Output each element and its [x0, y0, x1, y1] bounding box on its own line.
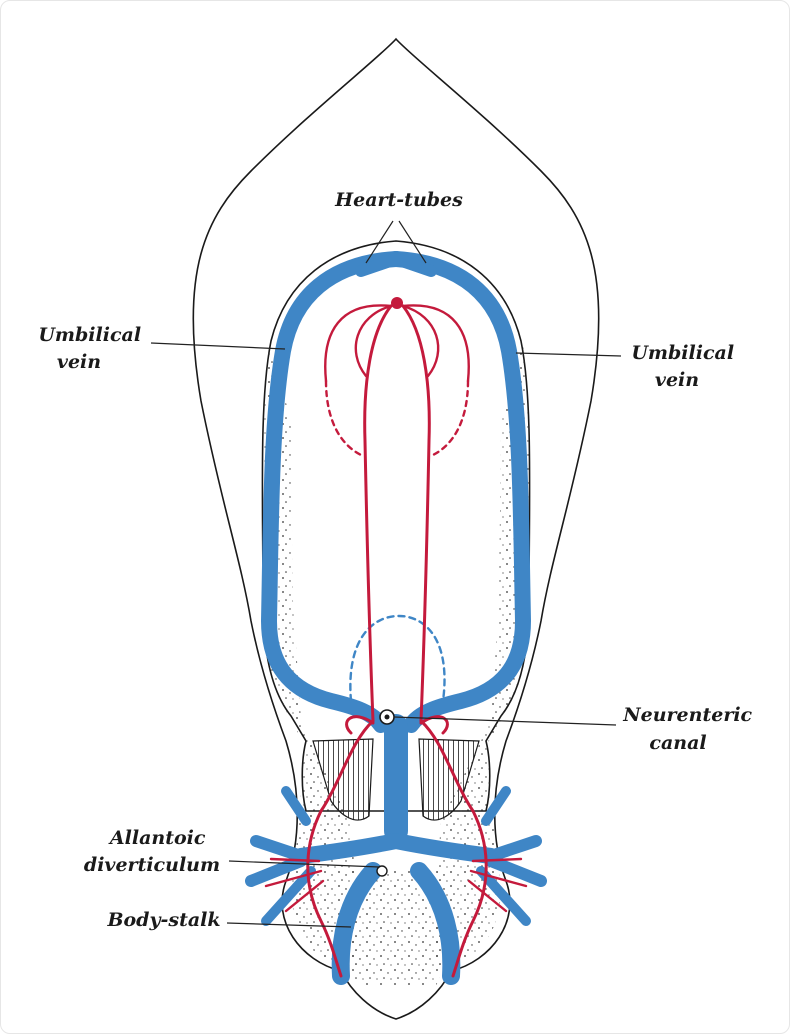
label-heart-tubes: Heart-tubes: [334, 189, 463, 211]
label-umbilical-vein-left-line2: vein: [57, 351, 101, 373]
label-neurenteric-canal-line2: canal: [649, 732, 706, 754]
leader-neurenteric-canal: [394, 717, 616, 725]
vein-branch-left-1: [256, 841, 301, 856]
vein-branch-right-1: [491, 841, 536, 856]
dorsal-aorta-left: [365, 306, 391, 721]
label-allantoic-diverticulum-line2: diverticulum: [84, 854, 220, 876]
label-umbilical-vein-left: Umbilical vein: [38, 324, 147, 373]
artery-arch-left-outer: [325, 305, 391, 381]
leader-umbilical-vein-left: [151, 343, 285, 349]
artery-dotted-right: [431, 381, 468, 456]
dorsal-aorta-right: [403, 306, 429, 721]
label-umbilical-vein-right: Umbilical vein: [631, 342, 740, 391]
label-neurenteric-canal: Neurenteric canal: [622, 704, 758, 754]
leader-umbilical-vein-right: [516, 353, 621, 356]
vein-dotted-loop: [350, 616, 444, 701]
heart-junction-dot: [391, 297, 403, 309]
label-allantoic-diverticulum-line1: Allantoic: [108, 827, 206, 849]
label-umbilical-vein-left-line1: Umbilical: [38, 324, 141, 346]
neurenteric-canal-core: [385, 715, 390, 720]
label-body-stalk: Body-stalk: [106, 909, 220, 931]
label-umbilical-vein-right-line2: vein: [655, 369, 699, 391]
artery-arch-right-outer: [403, 305, 469, 381]
label-allantoic-diverticulum: Allantoic diverticulum: [84, 827, 220, 876]
label-umbilical-vein-right-line1: Umbilical: [631, 342, 734, 364]
artery-dotted-left: [326, 381, 363, 456]
label-neurenteric-canal-line1: Neurenteric: [622, 704, 752, 726]
